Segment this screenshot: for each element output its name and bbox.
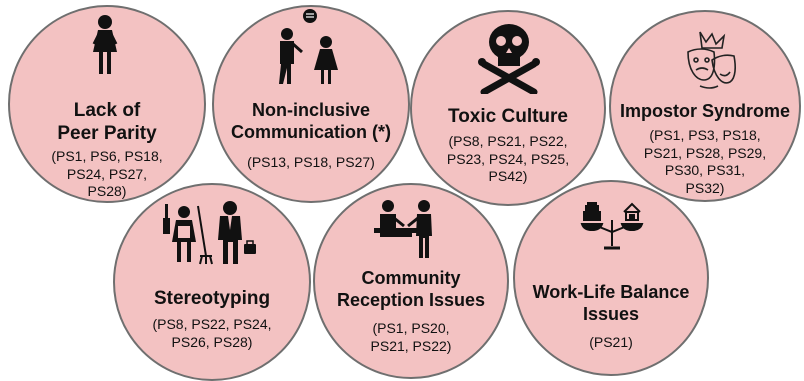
theme-refs-toxic: (PS8, PS21, PS22, PS23, PS24, PS25, PS42… bbox=[446, 133, 570, 184]
theme-title-toxic: Toxic Culture bbox=[448, 106, 568, 127]
theme-circle-community bbox=[313, 183, 509, 379]
theme-circle-communication bbox=[212, 5, 410, 203]
theme-title-impostor: Impostor Syndrome bbox=[619, 101, 791, 121]
theme-refs-stereotyping: (PS8, PS22, PS24, PS26, PS28) bbox=[152, 316, 272, 350]
theme-title-stereotyping: Stereotyping bbox=[153, 288, 271, 309]
theme-refs-worklife: (PS21) bbox=[589, 334, 633, 350]
theme-refs-communication: (PS13, PS18, PS27) bbox=[247, 154, 375, 170]
masks-crown-icon bbox=[680, 30, 738, 92]
theme-refs-peer-parity: (PS1, PS6, PS18, PS24, PS27, PS28) bbox=[51, 148, 163, 199]
reception-desk-icon bbox=[374, 198, 440, 260]
theme-circle-impostor bbox=[609, 10, 801, 202]
two-people-talking-icon bbox=[270, 8, 350, 88]
theme-title-peer-parity: Lack of Peer Parity bbox=[57, 100, 157, 144]
woman-figure-icon bbox=[88, 14, 122, 76]
theme-refs-impostor: (PS1, PS3, PS18, PS21, PS28, PS29, PS30,… bbox=[643, 127, 767, 196]
theme-refs-community: (PS1, PS20, PS21, PS22) bbox=[370, 320, 452, 354]
theme-title-communication: Non-inclusive Communication (*) bbox=[231, 100, 391, 142]
balance-scale-icon bbox=[580, 202, 646, 252]
maid-and-businessman-icon bbox=[162, 200, 258, 266]
theme-circle-stereotyping bbox=[113, 183, 311, 381]
theme-title-community: Community Reception Issues bbox=[336, 268, 486, 310]
skull-crossbones-icon bbox=[478, 22, 540, 94]
theme-title-worklife: Work-Life Balance Issues bbox=[532, 282, 690, 324]
theme-circle-worklife bbox=[513, 180, 709, 376]
